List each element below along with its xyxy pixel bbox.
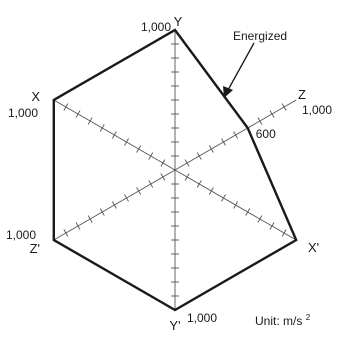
axis-tick-z [257, 117, 263, 125]
axis-tick-z [221, 138, 226, 146]
axis-tick-x [124, 138, 129, 146]
axis-label-z-prime: Z' [30, 241, 40, 256]
axis-tick-z [208, 145, 214, 153]
axis-tick-x-prime [257, 215, 263, 223]
axis-tick-x-prime [269, 222, 275, 230]
series-annotation: Energized [233, 29, 287, 43]
axis-tick-x [87, 117, 93, 125]
axis-tick-x-prime [196, 180, 202, 188]
unit-label: Unit: m/s 2 [255, 313, 311, 328]
axis-max-label-x: 1,000 [8, 106, 38, 120]
axis-tick-x [148, 152, 154, 160]
unit-text: Unit: m/s [255, 314, 302, 328]
annotation-arrow-shaft [227, 42, 255, 91]
axis-tick-z [184, 159, 190, 167]
axis-tick-z [281, 103, 287, 111]
axis-tick-z [196, 152, 202, 160]
axis-max-label-y: 1,000 [141, 20, 171, 34]
axis-tick-x-prime [245, 208, 251, 216]
axis-tick-z-prime [124, 194, 129, 202]
axis-tick-z-prime [136, 187, 142, 195]
axis-tick-z [233, 131, 239, 139]
axis-tick-z-prime [87, 215, 93, 223]
series-polygon-energized [52, 28, 298, 312]
axis-max-label-z-prime: 1,000 [6, 228, 36, 242]
axis-label-y: Y [174, 14, 183, 29]
axis-tick-x [63, 103, 69, 111]
unit-superscript: 2 [306, 313, 311, 322]
axis-tick-z-prime [148, 180, 154, 188]
axis-tick-x-prime [233, 201, 239, 209]
axis-tick-z [269, 110, 275, 118]
axis-tick-x [75, 110, 81, 118]
axis-tick-x [136, 145, 142, 153]
axis-max-label-y-prime: 1,000 [187, 311, 217, 325]
axis-tick-x [160, 159, 166, 167]
data-label-z: 600 [256, 127, 276, 141]
axis-label-y-prime: Y' [169, 318, 180, 333]
axis-tick-x [111, 131, 117, 139]
axis-tick-z-prime [111, 201, 117, 209]
axis-label-z: Z [298, 87, 306, 102]
axis-label-x-prime: X' [308, 240, 319, 255]
axis-tick-z-prime [63, 229, 69, 237]
axis-tick-z-prime [99, 208, 105, 216]
axis-label-x: X [31, 89, 40, 104]
annotation-arrowhead [223, 86, 233, 98]
axis-tick-x [99, 124, 105, 132]
axis-tick-x-prime [221, 194, 226, 202]
axis-tick-x-prime [208, 187, 214, 195]
axis-tick-z-prime [75, 222, 81, 230]
axis-tick-x-prime [281, 229, 287, 237]
axis-tick-z-prime [160, 173, 166, 181]
radar-series [52, 28, 298, 312]
radar-axes [53, 30, 297, 310]
axis-tick-x-prime [184, 173, 190, 181]
axis-max-label-z: 1,000 [302, 103, 332, 117]
